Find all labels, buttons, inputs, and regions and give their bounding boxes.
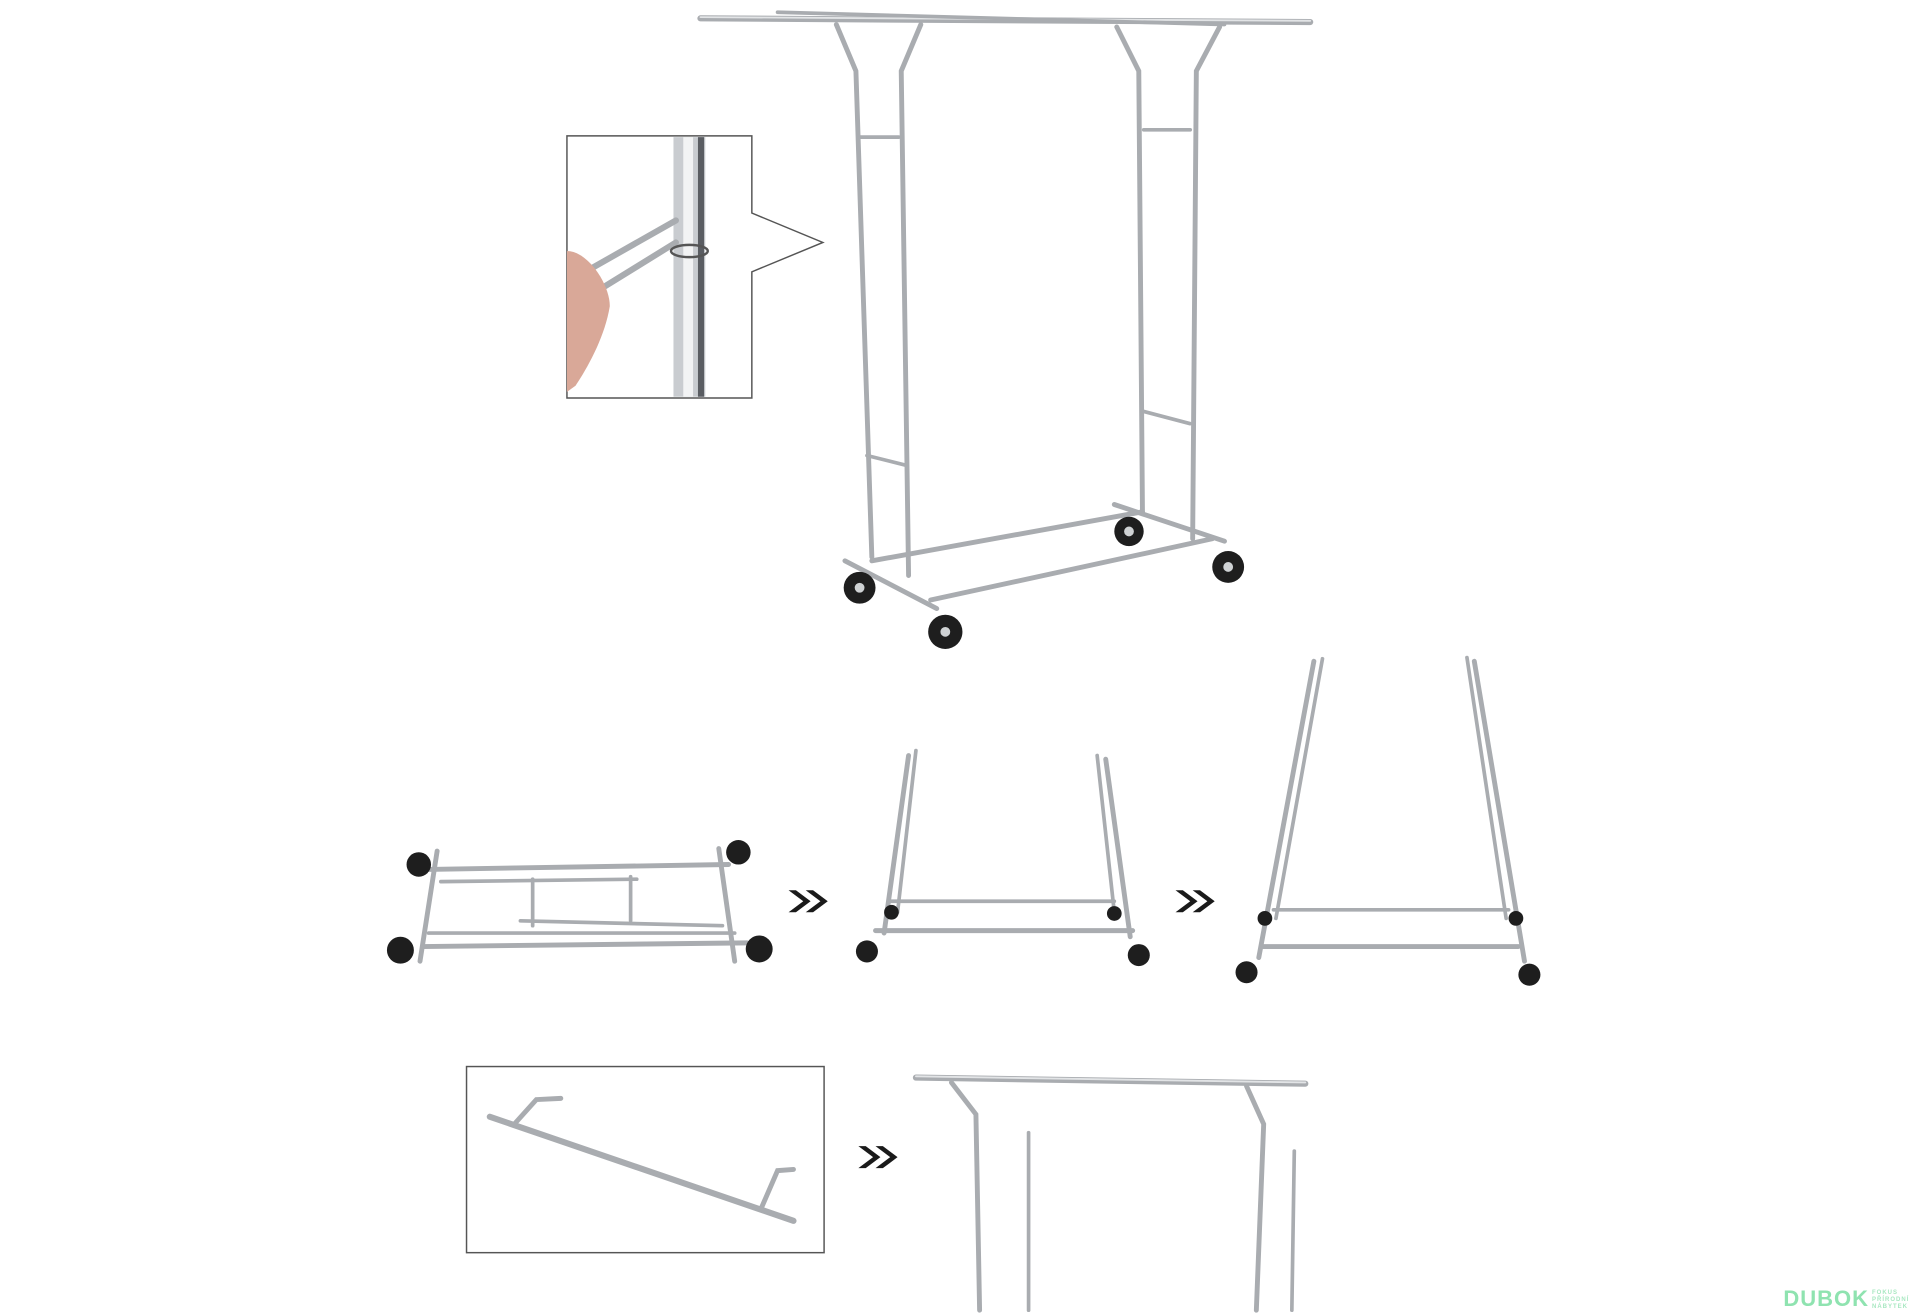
step-unfolded (1235, 655, 1541, 986)
main-rack (697, 10, 1314, 649)
step-partly-unfolded (855, 748, 1150, 967)
watermark-brand: DUBOK (1783, 1286, 1869, 1311)
step-folded-rack (386, 840, 773, 964)
arrow-icon (1175, 890, 1215, 913)
arrow-icon (788, 890, 828, 913)
detail-inset (566, 135, 825, 399)
arrow-icon (858, 1146, 898, 1169)
rail-attached (912, 1074, 1309, 1313)
top-rail-part-box (465, 1065, 825, 1254)
watermark-tagline: FOKUS PŘÍRODNÍ NÁBYTEK (1872, 1289, 1910, 1310)
